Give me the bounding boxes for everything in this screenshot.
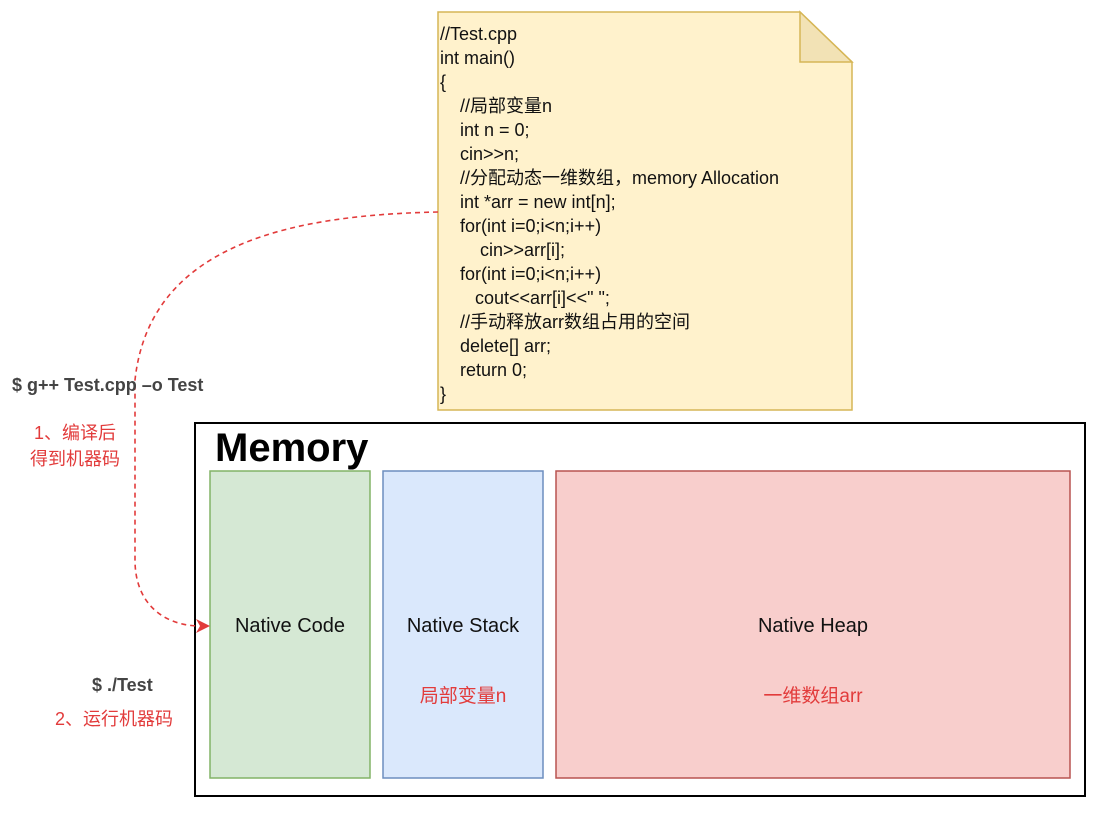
- run-step-label: 2、运行机器码: [55, 709, 174, 729]
- compile-command: $ g++ Test.cpp –o Test: [12, 375, 204, 395]
- native-stack-label: Native Stack: [406, 615, 520, 637]
- native-stack-region: [382, 470, 544, 779]
- native-code-label: Native Code: [234, 615, 346, 637]
- native-heap-sub: 一维数组arr: [763, 686, 863, 707]
- memory-title: Memory: [215, 426, 369, 470]
- native-stack-sub: 局部变量n: [419, 686, 507, 707]
- code-note-shape: [437, 11, 853, 411]
- code-note-text: //Test.cpp int main() { //局部变量n int n = …: [440, 24, 780, 404]
- native-heap-region: [555, 470, 1071, 779]
- native-heap-label: Native Heap: [757, 615, 869, 637]
- native-code-region: [209, 470, 371, 779]
- compile-run-connector: [134, 211, 439, 627]
- run-command: $ ./Test: [92, 675, 153, 695]
- connector-arrowhead: [196, 619, 210, 633]
- compile-step-label: 1、编译后 得到机器码: [30, 423, 120, 469]
- code-note-fold: [799, 10, 854, 63]
